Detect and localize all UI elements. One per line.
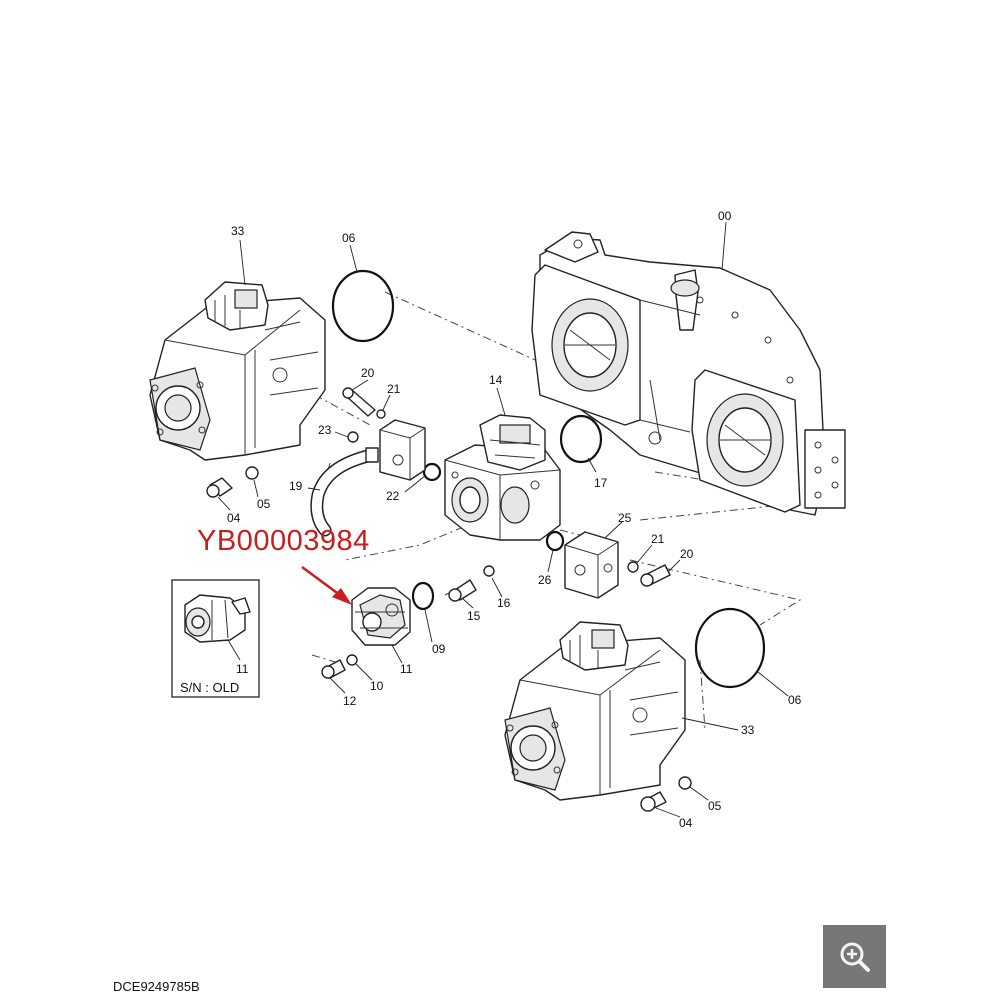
callout-17: 17 bbox=[594, 476, 608, 490]
callout-22: 22 bbox=[386, 489, 400, 503]
callout-33-top: 33 bbox=[231, 224, 245, 238]
callout-10: 10 bbox=[370, 679, 384, 693]
hose bbox=[310, 447, 379, 537]
pointer-arrow bbox=[301, 565, 352, 605]
zoom-button[interactable] bbox=[823, 925, 886, 988]
blocks bbox=[379, 419, 619, 599]
highlighted-part-code: YB00003984 bbox=[197, 525, 370, 557]
o-ring-26 bbox=[545, 530, 565, 552]
callout-11: 11 bbox=[400, 662, 413, 676]
callout-14: 14 bbox=[489, 373, 503, 387]
inset-old-version: 11 S/N : OLD bbox=[171, 579, 260, 698]
callout-05-bottom: 05 bbox=[708, 799, 722, 813]
callout-25: 25 bbox=[618, 511, 632, 525]
callout-06-top: 06 bbox=[342, 231, 356, 245]
callout-19: 19 bbox=[289, 479, 303, 493]
callout-33-bottom: 33 bbox=[741, 723, 755, 737]
callout-12: 12 bbox=[343, 694, 357, 708]
inset-serial-label: S/N : OLD bbox=[180, 680, 239, 695]
callout-16: 16 bbox=[497, 596, 511, 610]
o-ring-06-bottom bbox=[694, 607, 766, 689]
callout-00: 00 bbox=[718, 209, 732, 223]
inset-part-number: 11 bbox=[236, 662, 249, 676]
o-ring-22 bbox=[422, 462, 442, 482]
callout-05-top: 05 bbox=[257, 497, 271, 511]
callout-04-top: 04 bbox=[227, 511, 241, 525]
o-ring-06-top bbox=[331, 269, 395, 343]
callout-09: 09 bbox=[432, 642, 446, 656]
callout-15: 15 bbox=[467, 609, 481, 623]
o-ring-09 bbox=[411, 581, 435, 611]
callout-20-right: 20 bbox=[680, 547, 694, 561]
callout-26: 26 bbox=[538, 573, 552, 587]
callout-04-bottom: 04 bbox=[679, 816, 693, 830]
callout-20-top: 20 bbox=[361, 366, 375, 380]
callout-labels: 33 06 00 20 21 14 23 17 19 05 22 04 25 2… bbox=[227, 209, 802, 830]
callout-23: 23 bbox=[318, 423, 332, 437]
drawing-number: DCE9249785B bbox=[113, 979, 200, 994]
center-pump bbox=[444, 414, 561, 541]
pump-top-left bbox=[149, 281, 326, 461]
fasteners bbox=[206, 387, 692, 812]
gear-pump-highlighted bbox=[351, 587, 411, 646]
pump-bottom-right bbox=[504, 621, 686, 801]
zoom-in-icon bbox=[840, 942, 870, 972]
o-rings bbox=[331, 269, 766, 689]
main-housing bbox=[531, 231, 846, 516]
leader-lines bbox=[217, 221, 789, 818]
o-ring-17 bbox=[559, 414, 603, 464]
callout-21-top: 21 bbox=[387, 382, 401, 396]
callout-21-right: 21 bbox=[651, 532, 665, 546]
callout-06-bottom: 06 bbox=[788, 693, 802, 707]
